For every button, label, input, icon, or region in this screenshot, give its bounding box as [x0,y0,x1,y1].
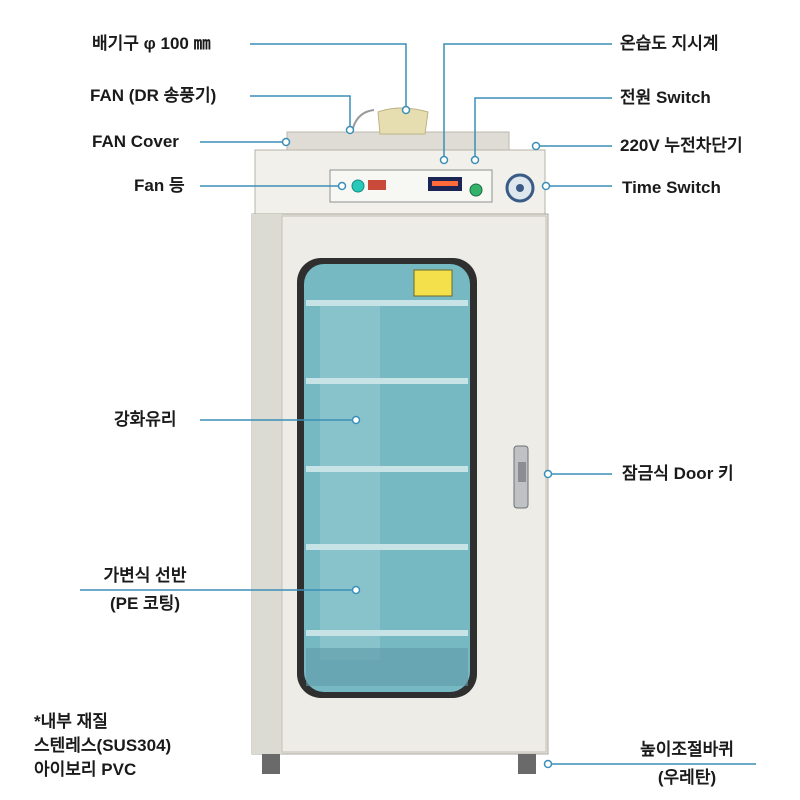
caster-right [518,754,536,774]
time-switch-center [516,184,524,192]
callout-dot-fan-dr [345,125,355,135]
shelf-3 [306,466,468,472]
callout-line-humidity [443,43,612,160]
callout-dot-fan-lamp [337,181,347,191]
material-note-title: *내부 재질 [34,712,108,731]
label-shelf-line1: 가변식 선반 [103,566,187,585]
label-fan-dr: FAN (DR 송풍기) [90,86,217,105]
control-panel [329,169,493,203]
label-shelf-line2: (PE 코팅) [109,594,180,613]
callout-dot-shelf [351,585,361,595]
label-fan-cover: FAN Cover [92,132,179,151]
callout-dot-exhaust [401,105,411,115]
callout-dot-fan-cover [281,137,291,147]
fan-dr-wire [351,109,375,133]
callout-dot-door-lock [543,469,553,479]
warning-sticker [413,269,453,297]
material-note-pvc: 아이보리 PVC [34,760,137,779]
shelf-5 [306,630,468,636]
glass-reflection [320,300,380,660]
callout-dot-time-switch [541,181,551,191]
label-fan-lamp: Fan 등 [134,176,185,195]
label-glass: 강화유리 [114,410,177,429]
humidity-display-digits [432,181,458,186]
callout-line-fan-dr [250,95,351,130]
label-power-switch: 전원 Switch [620,88,711,107]
material-note: *내부 재질 스텐레스(SUS304) 아이보리 PVC [34,710,171,782]
shelf-2 [306,378,468,384]
shelf-1 [306,300,468,306]
label-breaker: 220V 누전차단기 [620,136,743,155]
callout-dot-glass [351,415,361,425]
shelf-4 [306,544,468,550]
cabinet-left-panel [252,214,282,754]
exhaust-duct [377,107,429,135]
label-time-switch: Time Switch [622,178,721,197]
label-caster-line2: (우레탄) [657,768,717,787]
label-caster-line1: 높이조절바퀴 [640,740,734,759]
label-exhaust: 배기구 φ 100 ㎜ [92,34,211,53]
material-note-stainless: 스텐레스(SUS304) [34,736,172,755]
label-humidity-gauge: 온습도 지시계 [620,34,719,53]
callout-line-power [474,97,612,160]
caster-left [262,754,280,774]
power-switch-knob [469,183,483,197]
callout-dot-breaker [531,141,541,151]
label-door-lock: 잠금식 Door 키 [622,464,734,483]
panel-label-strip [368,180,386,190]
glass-window [304,264,470,692]
fan-lamp-indicator [351,179,365,193]
callout-dot-power [470,155,480,165]
bottom-grate [306,648,468,686]
callout-dot-humidity [439,155,449,165]
callout-line-exhaust [250,43,407,110]
callout-dot-caster [543,759,553,769]
door-lock [518,462,526,482]
